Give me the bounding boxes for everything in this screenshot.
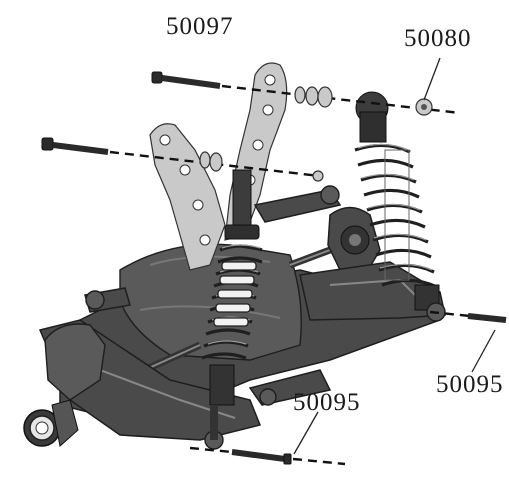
leader-50095-right [471, 329, 496, 373]
part-label-bottom: 50095 [293, 389, 361, 416]
pin-50095-right [467, 313, 507, 323]
assembly-line-bottom [189, 446, 233, 454]
bolt-50097-upper [151, 71, 163, 84]
bolt-50097-lower [41, 137, 54, 151]
bottom-pin-assembly [189, 446, 346, 466]
camber-link [253, 189, 342, 223]
pin-50095-bottom [231, 449, 286, 462]
part-label-top-left: 50097 [166, 13, 234, 40]
bolt-shank-upper [161, 75, 221, 89]
left-shock-tower [149, 123, 226, 271]
left-hub-carrier [44, 323, 106, 401]
leader-50095-bottom [293, 411, 319, 455]
left-shock-absorber [201, 169, 263, 450]
upper-bolt-assembly [151, 71, 461, 116]
leader-50080 [423, 57, 441, 101]
assembly-line-right [429, 310, 471, 318]
middle-bolt-assembly [41, 137, 324, 182]
right-shock-absorber [354, 91, 446, 322]
bolt-shank-lower [52, 142, 109, 155]
right-pin-assembly [429, 310, 507, 323]
wheel-hex-hub [23, 399, 79, 447]
part-label-top-right: 50080 [404, 25, 472, 52]
part-label-right: 50095 [436, 371, 504, 398]
